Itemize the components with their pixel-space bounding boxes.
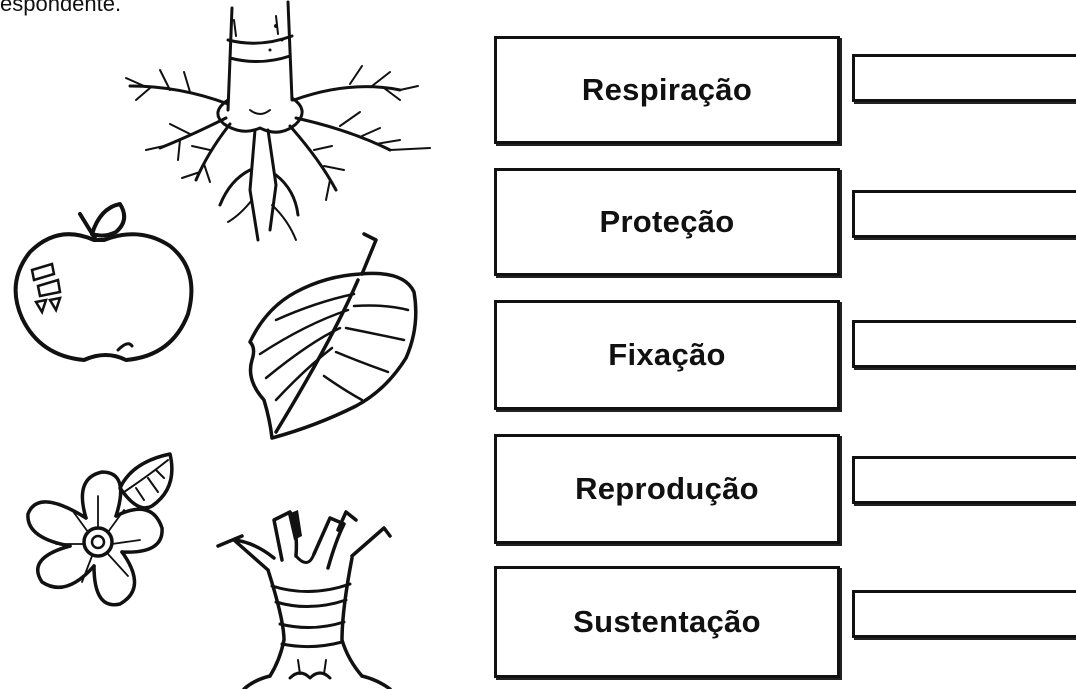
leaf-illustration xyxy=(248,232,418,440)
function-label: Reprodução xyxy=(575,471,759,506)
answer-field-respiracao[interactable] xyxy=(852,54,1076,102)
answer-field-protecao[interactable] xyxy=(852,190,1076,238)
stem-illustration xyxy=(216,510,392,689)
function-label: Respiração xyxy=(581,72,753,107)
answer-field-reproducao[interactable] xyxy=(852,456,1076,504)
plant-parts-illustrations xyxy=(0,0,470,689)
answer-field-sustentacao[interactable] xyxy=(852,590,1076,638)
function-label: Fixação xyxy=(608,337,726,372)
function-box-respiracao: Respiração xyxy=(494,36,840,144)
answer-field-fixacao[interactable] xyxy=(852,320,1076,368)
function-label: Proteção xyxy=(599,204,735,239)
function-box-reproducao: Reprodução xyxy=(494,434,840,544)
apple-illustration xyxy=(13,202,194,362)
function-label: Sustentação xyxy=(573,604,761,639)
function-box-sustentacao: Sustentação xyxy=(494,566,840,678)
function-box-protecao: Proteção xyxy=(494,168,840,276)
function-box-fixacao: Fixação xyxy=(494,300,840,410)
root-illustration xyxy=(125,0,431,242)
instruction-text: espondente. xyxy=(0,0,122,16)
flower-illustration xyxy=(26,452,174,607)
